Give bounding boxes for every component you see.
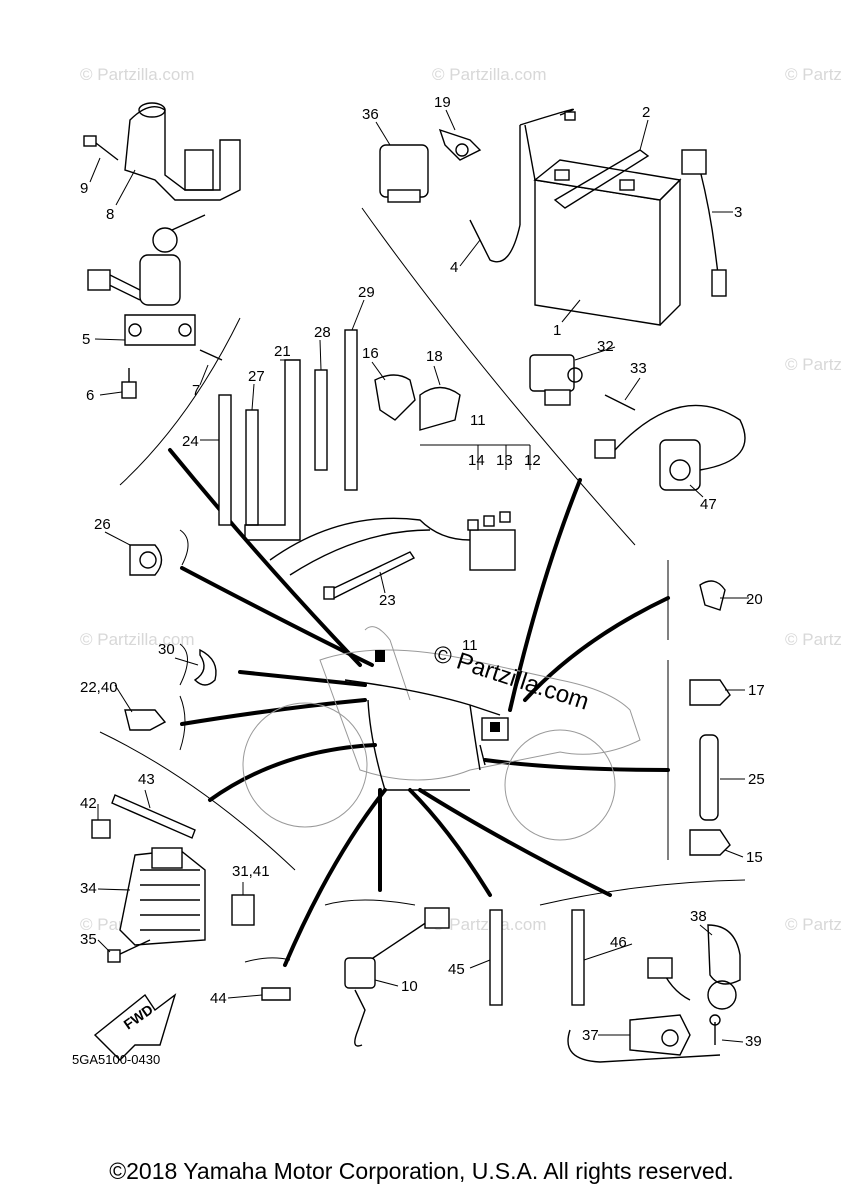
callout-17: 17 bbox=[748, 682, 765, 699]
callout-39: 39 bbox=[745, 1033, 762, 1050]
callout-28: 28 bbox=[314, 324, 331, 341]
callout-18: 18 bbox=[426, 348, 443, 365]
diagram-code: 5GA5100-0430 bbox=[72, 1052, 160, 1067]
relay bbox=[379, 128, 482, 203]
callout-2: 2 bbox=[642, 104, 650, 121]
callout-21: 21 bbox=[274, 343, 291, 360]
right-clips bbox=[689, 580, 731, 856]
callout-31-41: 31,41 bbox=[232, 863, 270, 880]
callout-47: 47 bbox=[700, 496, 717, 513]
watermark: © Partzilla.com bbox=[785, 355, 843, 374]
bracket-8 bbox=[83, 102, 241, 201]
callout-leaders bbox=[89, 109, 749, 1043]
callout-7: 7 bbox=[192, 382, 200, 399]
bottom-right-parts bbox=[567, 909, 741, 1063]
callout-10: 10 bbox=[401, 978, 418, 995]
callout-6: 6 bbox=[86, 387, 94, 404]
sensor-assembly bbox=[529, 354, 746, 491]
watermark: © Partzilla.com bbox=[785, 65, 843, 84]
callout-24: 24 bbox=[182, 433, 199, 450]
callout-19: 19 bbox=[434, 94, 451, 111]
callout-34: 34 bbox=[80, 880, 97, 897]
callout-22-40: 22,40 bbox=[80, 679, 118, 696]
watermark: © Partzilla.com bbox=[785, 630, 843, 649]
bottom-parts bbox=[344, 907, 503, 1047]
connector-lines bbox=[168, 448, 670, 967]
wire-harness bbox=[344, 650, 509, 791]
left-clips bbox=[124, 544, 217, 731]
callout-27: 27 bbox=[248, 368, 265, 385]
callout-45: 45 bbox=[448, 961, 465, 978]
watermark: © Partzilla.com bbox=[432, 915, 547, 934]
section-dividers bbox=[99, 207, 746, 963]
callout-42: 42 bbox=[80, 795, 97, 812]
watermark: © Partzilla.com bbox=[80, 65, 195, 84]
fuse-box bbox=[269, 374, 531, 576]
watermark: © Partzilla.com bbox=[432, 65, 547, 84]
callout-29: 29 bbox=[358, 284, 375, 301]
callout-5: 5 bbox=[82, 331, 90, 348]
callout-38: 38 bbox=[690, 908, 707, 925]
cable-ties bbox=[218, 329, 358, 541]
callout-13: 13 bbox=[496, 452, 513, 469]
callout-33: 33 bbox=[630, 360, 647, 377]
callout-30: 30 bbox=[158, 641, 175, 658]
callout-3: 3 bbox=[734, 204, 742, 221]
motorcycle-outline bbox=[242, 626, 641, 841]
callout-36: 36 bbox=[362, 106, 379, 123]
watermark: © Partzilla.com bbox=[785, 915, 843, 934]
callout-9: 9 bbox=[80, 180, 88, 197]
callout-15: 15 bbox=[746, 849, 763, 866]
callout-26: 26 bbox=[94, 516, 111, 533]
callout-14: 14 bbox=[468, 452, 485, 469]
copyright-footer: ©2018 Yamaha Motor Corporation, U.S.A. A… bbox=[109, 1158, 734, 1184]
callout-43: 43 bbox=[138, 771, 155, 788]
fwd-arrow-icon: FWD bbox=[93, 993, 177, 1061]
callout-4: 4 bbox=[450, 259, 458, 276]
callouts: 1 2 3 4 5 6 7 8 9 10 11 11 12 13 14 15 1… bbox=[80, 94, 765, 1050]
callout-11-bike: 11 bbox=[462, 637, 478, 654]
callout-20: 20 bbox=[746, 591, 763, 608]
callout-44: 44 bbox=[210, 990, 227, 1007]
callout-37: 37 bbox=[582, 1027, 599, 1044]
main-switch bbox=[87, 214, 223, 399]
callout-23: 23 bbox=[379, 592, 396, 609]
callout-11: 11 bbox=[470, 412, 486, 429]
callout-32: 32 bbox=[597, 338, 614, 355]
callout-16: 16 bbox=[362, 345, 379, 362]
callout-35: 35 bbox=[80, 931, 97, 948]
callout-25: 25 bbox=[748, 771, 765, 788]
watermarks: © Partzilla.com © Partzilla.com © Partzi… bbox=[80, 65, 843, 934]
cable-tie-23 bbox=[323, 551, 416, 600]
callout-1: 1 bbox=[553, 322, 561, 339]
watermark: © Partzilla.com bbox=[80, 630, 195, 649]
callout-12: 12 bbox=[524, 452, 541, 469]
battery bbox=[469, 108, 727, 326]
rectifier-area bbox=[91, 794, 291, 1001]
callout-8: 8 bbox=[106, 206, 114, 223]
